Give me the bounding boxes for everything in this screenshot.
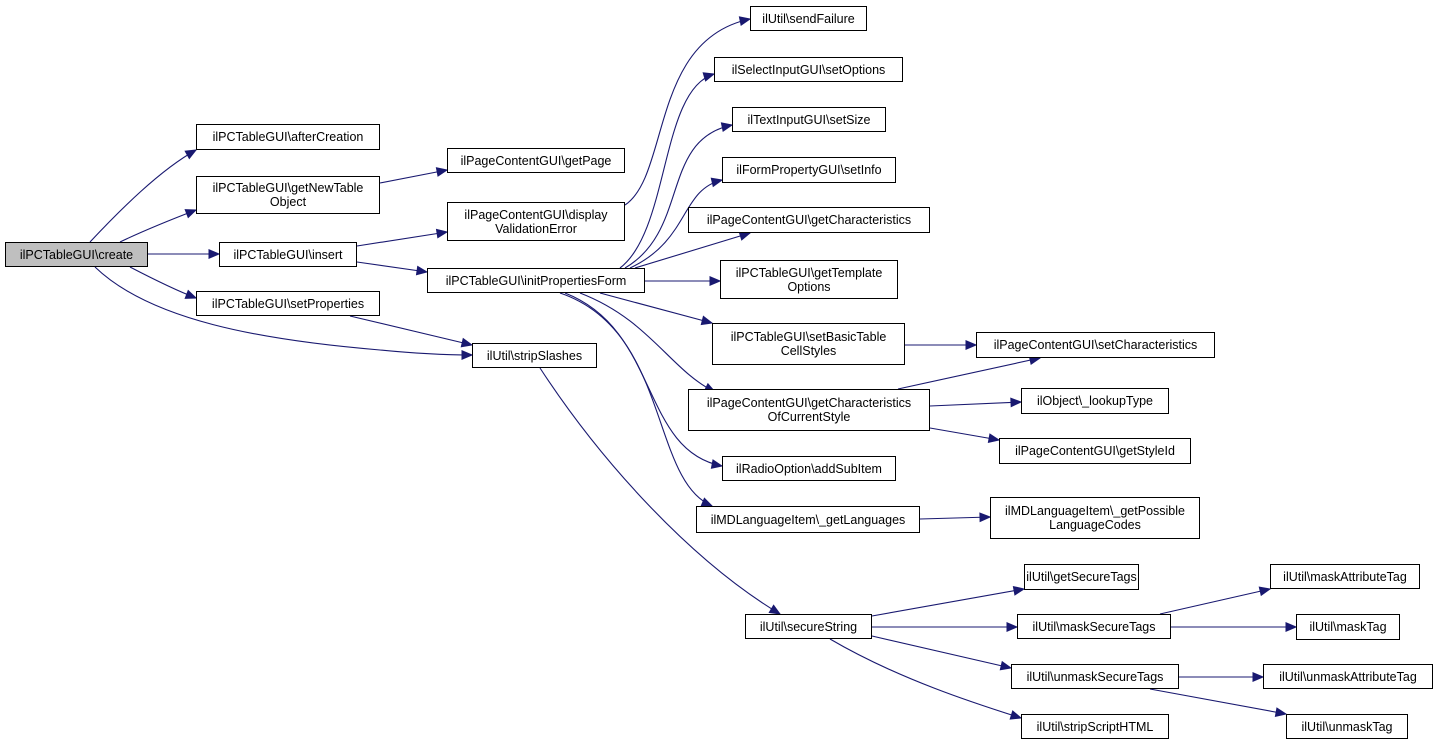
- node-getSecureTags[interactable]: ilUtil\getSecureTags: [1024, 564, 1139, 590]
- node-maskTag[interactable]: ilUtil\maskTag: [1296, 614, 1400, 640]
- edge-secureString-to-maskSecureTags: [872, 622, 1019, 632]
- node-getTemplateOptions[interactable]: ilPCTableGUI\getTemplate Options: [720, 260, 898, 299]
- arrowhead: [1006, 622, 1019, 632]
- arrowhead: [184, 289, 198, 299]
- node-afterCreation[interactable]: ilPCTableGUI\afterCreation: [196, 124, 380, 150]
- arrowhead: [1012, 585, 1026, 596]
- arrowhead: [702, 72, 716, 82]
- arrowhead: [461, 350, 474, 360]
- arrowhead: [979, 512, 992, 523]
- node-lookupType[interactable]: ilObject\_lookupType: [1021, 388, 1169, 414]
- arrowhead: [700, 315, 714, 326]
- node-getCharacteristics[interactable]: ilPageContentGUI\getCharacteristics: [688, 207, 930, 233]
- edge-initPropertiesForm-to-setOptions: [619, 72, 716, 269]
- node-addSubItem[interactable]: ilRadioOption\addSubItem: [722, 456, 896, 481]
- arrowhead: [738, 16, 752, 27]
- node-displayValidationError[interactable]: ilPageContentGUI\display ValidationError: [447, 202, 625, 241]
- edge-maskSecureTags-to-maskAttributeTag: [1159, 586, 1272, 615]
- node-getPage[interactable]: ilPageContentGUI\getPage: [447, 148, 625, 173]
- edge-insert-to-displayValidationError: [356, 228, 449, 247]
- node-unmaskAttributeTag[interactable]: ilUtil\unmaskAttributeTag: [1263, 664, 1433, 689]
- arrowhead: [710, 177, 724, 188]
- edge-maskSecureTags-to-maskTag: [1171, 622, 1298, 632]
- node-setSize[interactable]: ilTextInputGUI\setSize: [732, 107, 886, 132]
- edge-displayValidationError-to-sendFailure: [624, 16, 752, 206]
- edge-create-to-stripSlashes: [94, 266, 474, 360]
- node-unmaskTag[interactable]: ilUtil\unmaskTag: [1286, 714, 1408, 739]
- arrowhead: [999, 660, 1013, 671]
- edge-getCharacteristicsOfCurrentStyle-to-lookupType: [929, 397, 1023, 408]
- arrowhead: [709, 276, 722, 286]
- node-secureString[interactable]: ilUtil\secureString: [745, 614, 872, 639]
- arrowhead: [184, 209, 198, 219]
- node-sendFailure[interactable]: ilUtil\sendFailure: [750, 6, 867, 31]
- arrowhead: [415, 265, 429, 276]
- edge-secureString-to-getSecureTags: [871, 585, 1026, 617]
- edge-initPropertiesForm-to-getCharacteristicsOfCurrentStyle: [579, 292, 717, 393]
- arrowhead: [460, 337, 474, 348]
- edge-initPropertiesForm-to-setSize: [624, 122, 734, 269]
- node-stripSlashes[interactable]: ilUtil\stripSlashes: [472, 343, 597, 368]
- arrowhead: [184, 149, 198, 160]
- arrowhead: [1010, 397, 1023, 408]
- edge-create-to-insert: [148, 249, 221, 259]
- arrowhead: [768, 604, 782, 615]
- node-setInfo[interactable]: ilFormPropertyGUI\setInfo: [722, 157, 896, 183]
- edge-secureString-to-stripScriptHTML: [829, 638, 1023, 720]
- edge-create-to-getNewTableObject: [119, 209, 198, 243]
- node-initPropertiesForm[interactable]: ilPCTableGUI\initPropertiesForm: [427, 268, 645, 293]
- arrowhead: [435, 228, 449, 239]
- node-maskAttributeTag[interactable]: ilUtil\maskAttributeTag: [1270, 564, 1420, 589]
- arrowhead: [208, 249, 221, 259]
- arrowhead: [1252, 672, 1265, 682]
- arrowhead: [1009, 710, 1023, 720]
- edge-stripSlashes-to-secureString: [539, 367, 782, 615]
- arrowhead: [700, 497, 714, 507]
- edge-getNewTableObject-to-getPage: [379, 167, 449, 184]
- edge-getCharacteristicsOfCurrentStyle-to-setCharacteristics: [897, 355, 1042, 390]
- arrowhead: [1274, 707, 1288, 717]
- node-maskSecureTags[interactable]: ilUtil\maskSecureTags: [1017, 614, 1171, 639]
- edge-setProperties-to-stripSlashes: [349, 315, 474, 348]
- node-getPossibleLanguageCodes[interactable]: ilMDLanguageItem\_getPossible LanguageCo…: [990, 497, 1200, 539]
- edge-setBasicTableCellStyles-to-setCharacteristics: [905, 340, 978, 350]
- edge-initPropertiesForm-to-setBasicTableCellStyles: [599, 292, 714, 326]
- node-getLanguages[interactable]: ilMDLanguageItem\_getLanguages: [696, 506, 920, 533]
- node-getCharacteristicsOfCurrentStyle[interactable]: ilPageContentGUI\getCharacteristics OfCu…: [688, 389, 930, 431]
- edge-unmaskSecureTags-to-unmaskTag: [1149, 688, 1288, 717]
- edge-create-to-afterCreation: [89, 149, 198, 243]
- arrowhead: [738, 231, 752, 241]
- edge-create-to-setProperties: [129, 266, 198, 299]
- node-stripScriptHTML[interactable]: ilUtil\stripScriptHTML: [1021, 714, 1169, 739]
- node-unmaskSecureTags[interactable]: ilUtil\unmaskSecureTags: [1011, 664, 1179, 689]
- node-setCharacteristics[interactable]: ilPageContentGUI\setCharacteristics: [976, 332, 1215, 358]
- arrowhead: [965, 340, 978, 350]
- arrowhead: [720, 122, 734, 133]
- arrowhead: [987, 433, 1001, 444]
- node-setProperties[interactable]: ilPCTableGUI\setProperties: [196, 291, 380, 316]
- arrowhead: [710, 459, 724, 469]
- node-getNewTableObject[interactable]: ilPCTableGUI\getNewTable Object: [196, 176, 380, 214]
- arrowhead: [435, 167, 449, 177]
- edge-secureString-to-unmaskSecureTags: [871, 635, 1013, 671]
- edge-getLanguages-to-getPossibleLanguageCodes: [919, 512, 992, 523]
- node-create: ilPCTableGUI\create: [5, 242, 148, 267]
- edge-initPropertiesForm-to-setInfo: [629, 177, 724, 269]
- node-setOptions[interactable]: ilSelectInputGUI\setOptions: [714, 57, 903, 82]
- edge-unmaskSecureTags-to-unmaskAttributeTag: [1179, 672, 1265, 682]
- edge-insert-to-initPropertiesForm: [356, 261, 429, 276]
- node-insert[interactable]: ilPCTableGUI\insert: [219, 242, 357, 267]
- edge-initPropertiesForm-to-getCharacteristics: [634, 231, 752, 269]
- arrowhead: [1258, 586, 1272, 597]
- node-getStyleId[interactable]: ilPageContentGUI\getStyleId: [999, 438, 1191, 464]
- edge-initPropertiesForm-to-getTemplateOptions: [645, 276, 722, 286]
- edge-getCharacteristicsOfCurrentStyle-to-getStyleId: [929, 427, 1001, 444]
- arrowhead: [1285, 622, 1298, 632]
- node-setBasicTableCellStyles[interactable]: ilPCTableGUI\setBasicTable CellStyles: [712, 323, 905, 365]
